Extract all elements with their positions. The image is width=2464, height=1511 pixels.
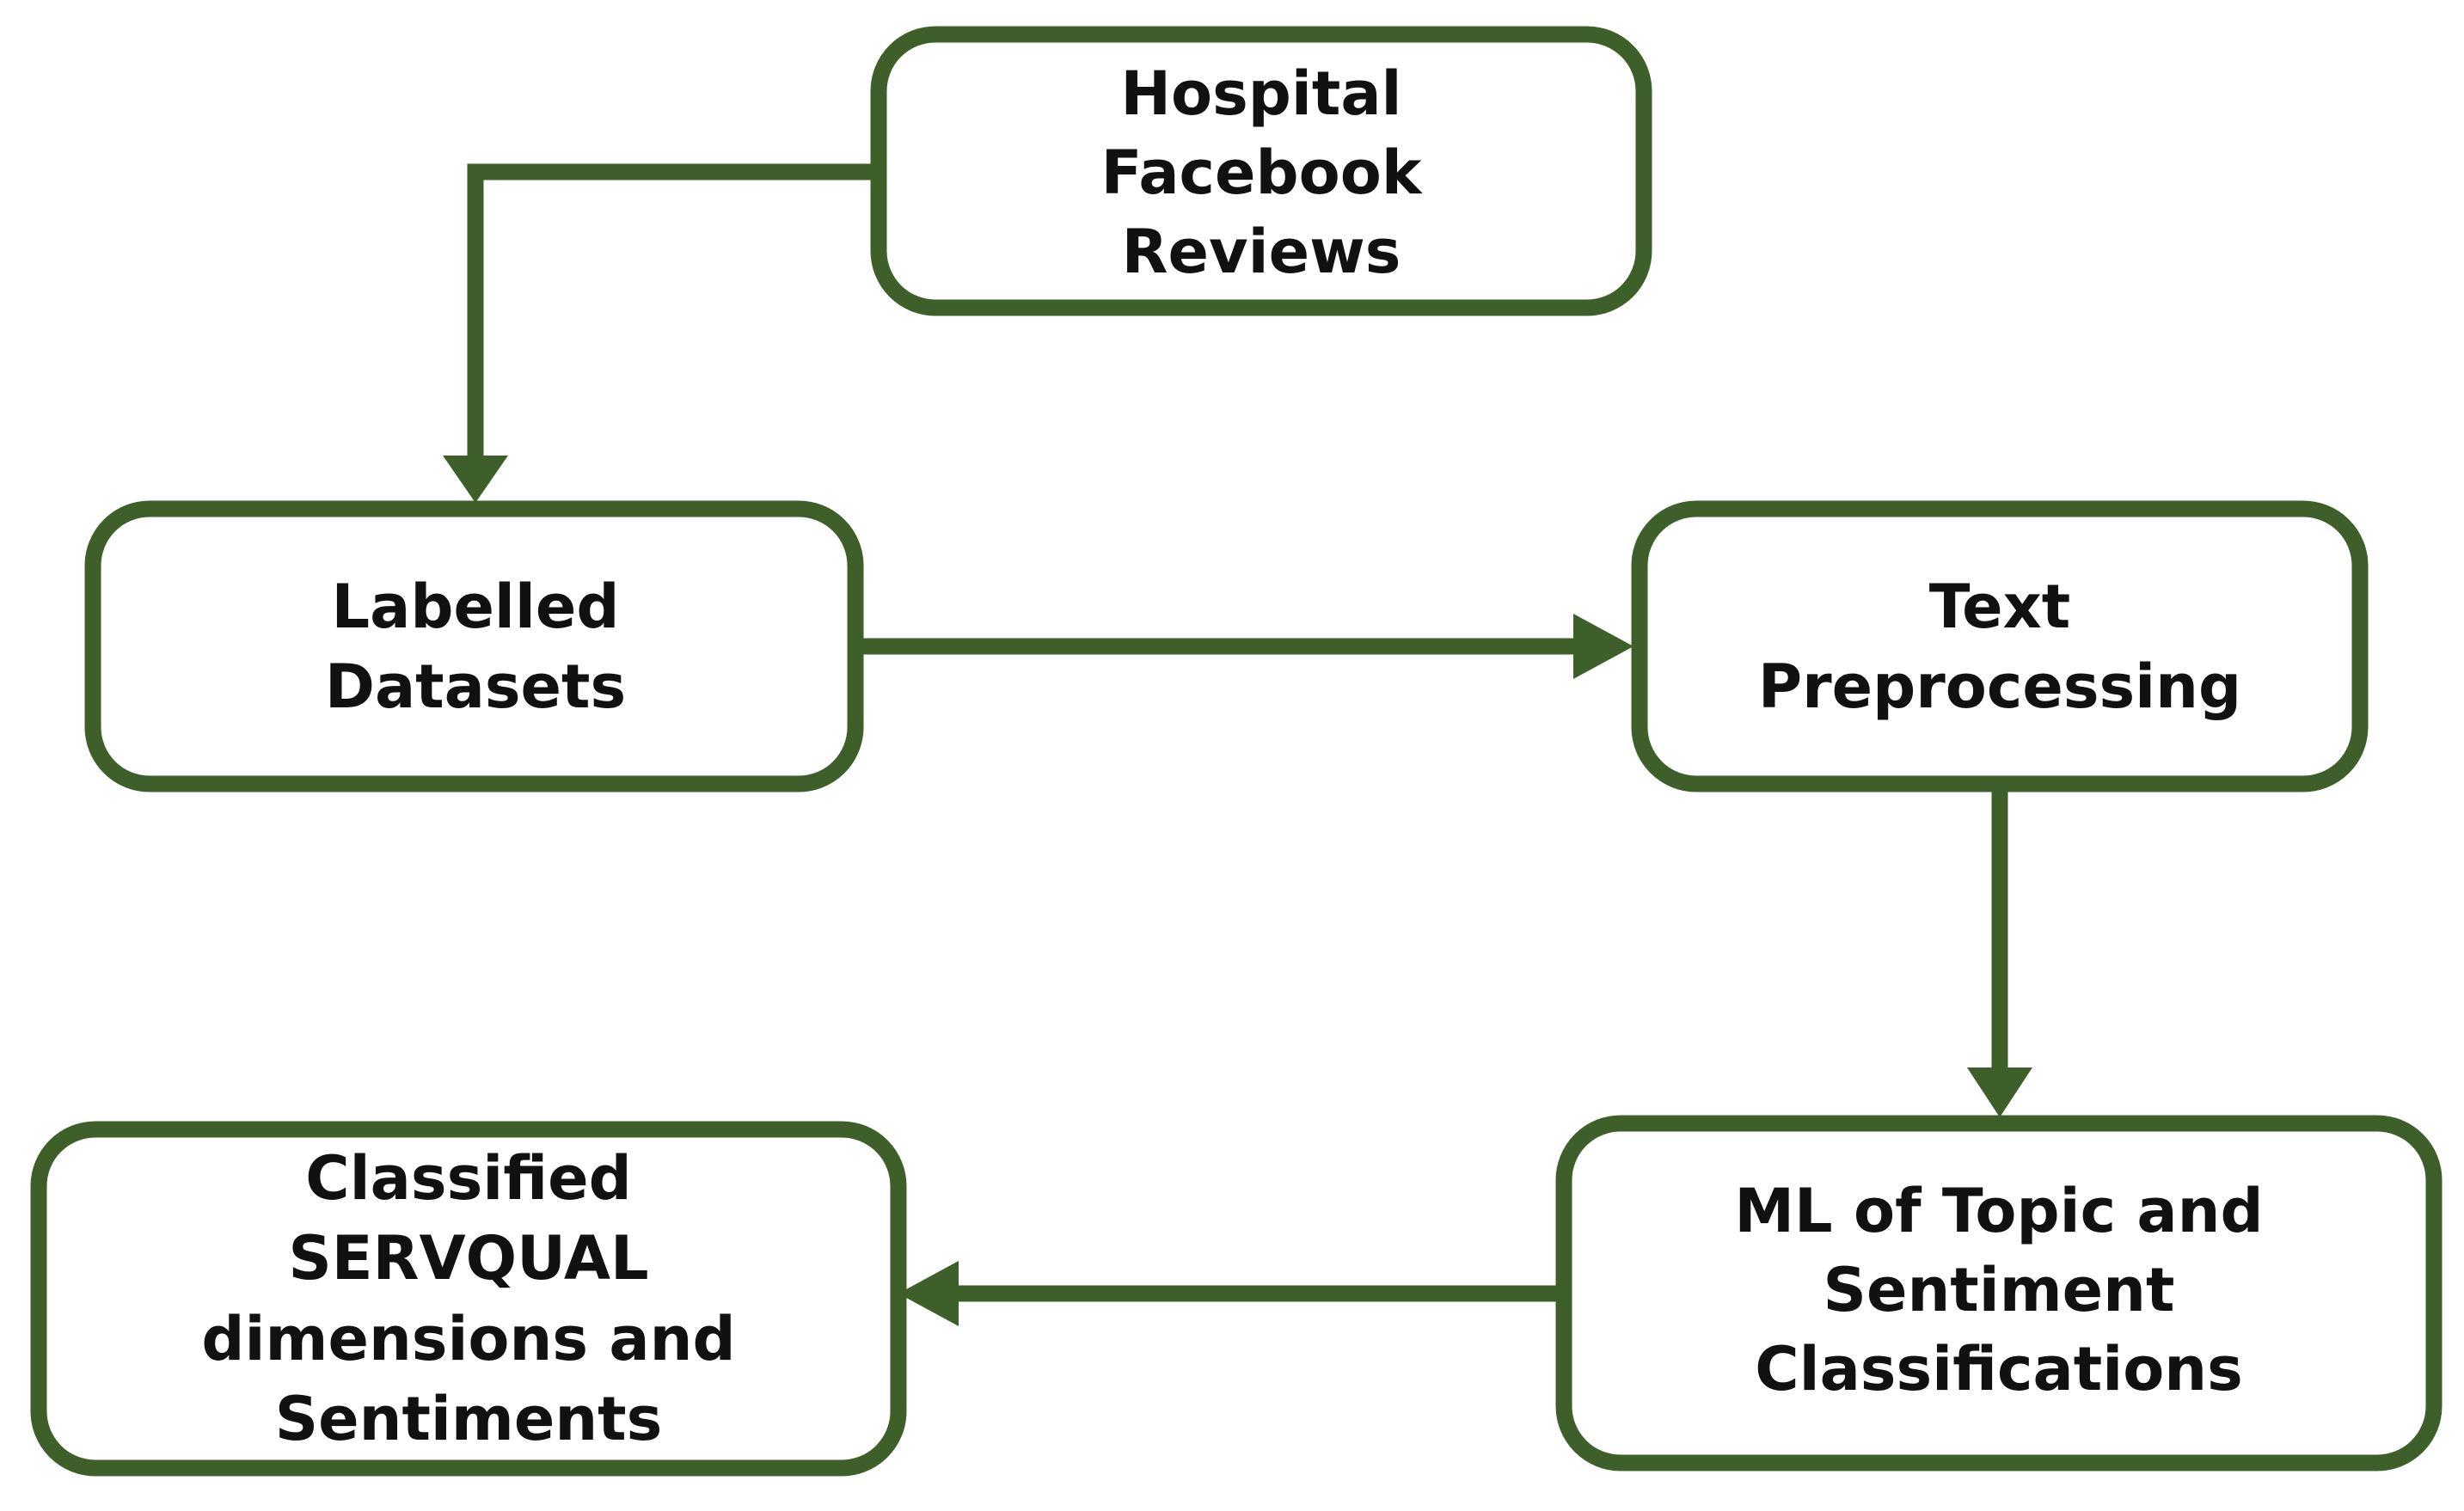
arrow-head-reviews-to-labelled bbox=[443, 456, 508, 503]
arrow-head-ml-to-classified bbox=[898, 1261, 959, 1326]
node-label-line: Labelled bbox=[332, 572, 620, 642]
node-label-line: Classifications bbox=[1755, 1334, 2243, 1404]
node-text-preprocessing: Text Preprocessing bbox=[1631, 500, 2369, 792]
node-hospital-facebook-reviews: Hospital Facebook Reviews bbox=[870, 26, 1652, 316]
node-label-line: Hospital bbox=[1120, 58, 1401, 129]
node-box bbox=[1555, 1115, 2443, 1471]
node-box bbox=[84, 500, 864, 792]
node-label-line: Preprocessing bbox=[1758, 652, 2241, 722]
node-box bbox=[870, 26, 1652, 316]
node-label-line: Sentiments bbox=[275, 1384, 663, 1454]
node-label-line: Facebook bbox=[1101, 138, 1423, 208]
node-label-line: Datasets bbox=[325, 652, 626, 722]
node-label-line: Sentiment bbox=[1823, 1255, 2175, 1325]
node-label-line: SERVQUAL bbox=[288, 1223, 648, 1294]
node-label-line: Reviews bbox=[1122, 217, 1401, 287]
node-label-line: Text bbox=[1929, 572, 2071, 642]
edge-reviews-to-labelled bbox=[467, 163, 879, 458]
node-classified-servqual: Classified SERVQUAL dimensions and Senti… bbox=[30, 1121, 907, 1477]
edges bbox=[443, 163, 2032, 1326]
node-label-line: dimensions and bbox=[201, 1304, 735, 1374]
node-label-line: ML of Topic and bbox=[1734, 1176, 2263, 1246]
arrow-head-labelled-to-text bbox=[1573, 614, 1633, 679]
node-label-line: Classified bbox=[305, 1143, 631, 1214]
node-labelled-datasets: Labelled Datasets bbox=[84, 500, 864, 792]
node-box bbox=[1631, 500, 2369, 792]
node-ml-topic-sentiment: ML of Topic and Sentiment Classification… bbox=[1555, 1115, 2443, 1471]
node-box bbox=[30, 1121, 907, 1477]
arrow-head-text-to-ml bbox=[1967, 1067, 2032, 1117]
